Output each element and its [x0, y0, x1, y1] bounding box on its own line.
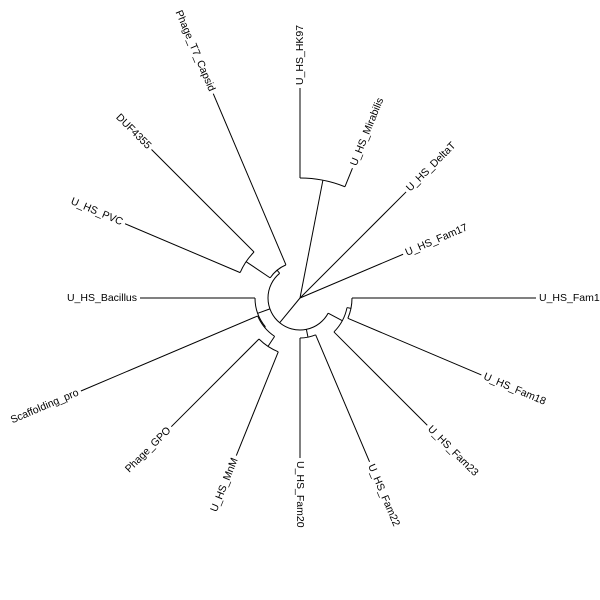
branch-arc-3 — [258, 338, 279, 353]
branch-arc-8 — [267, 272, 329, 331]
leaf-label-hk97: U_HS_HK97 — [294, 25, 306, 85]
branch-stem-5 — [257, 308, 271, 314]
tree-branches — [80, 88, 536, 463]
branch-duf — [151, 149, 255, 253]
leaf-label-fam17: U_HS_Fam17 — [404, 221, 470, 258]
leaf-label-t7: Phage_T7_Capsid — [173, 8, 218, 93]
branch-fam22 — [315, 334, 371, 463]
branch-fam17 — [299, 253, 404, 299]
leaf-label-fam22: U_HS_Fam22 — [365, 462, 402, 528]
branch-deltat — [299, 191, 407, 299]
branch-mnm — [235, 351, 279, 456]
branch-t7 — [212, 93, 287, 266]
branch-scaffold — [80, 315, 258, 392]
leaf-label-deltat: U_HS_DeltaT — [404, 139, 459, 194]
leaf-label-mirab: U_HS_Mirabilis — [348, 96, 386, 168]
leaf-label-fam18: U_HS_Fam18 — [482, 371, 548, 408]
branch-stem-7 — [276, 269, 281, 274]
branch-stem-1 — [327, 312, 343, 322]
branch-stem-0 — [346, 307, 352, 309]
branch-stem-9 — [299, 180, 324, 299]
branch-stem-4 — [264, 326, 266, 328]
branch-stem-8 — [279, 297, 301, 324]
branch-fam23 — [333, 331, 428, 426]
leaf-label-mnm: U_HS_MnM — [208, 456, 241, 514]
leaf-label-bacillus: U_HS_Bacillus — [67, 292, 137, 304]
branch-phage_gpo — [170, 338, 260, 428]
leaf-label-fam1: U_HS_Fam1 — [539, 292, 600, 304]
leaf-label-pvc: U_HS_PVC — [69, 195, 125, 228]
branch-stem-2 — [305, 329, 309, 338]
branch-fam18 — [347, 317, 482, 376]
leaf-label-duf: DUF4355 — [113, 111, 153, 151]
branch-mirab — [344, 168, 353, 187]
branch-stem-6 — [245, 261, 271, 279]
branch-stem-3 — [267, 336, 276, 347]
leaf-label-fam20: U_HS_Fam20 — [294, 461, 306, 528]
branch-arc-2 — [299, 334, 316, 339]
branch-pvc — [124, 223, 241, 274]
branch-arc-0 — [347, 297, 353, 319]
leaf-label-phage_gpo: Phage_GPO — [123, 425, 174, 476]
leaf-label-scaffold: Scaffolding_pro — [9, 387, 81, 427]
leaf-label-fam23: U_HS_Fam23 — [425, 423, 481, 479]
